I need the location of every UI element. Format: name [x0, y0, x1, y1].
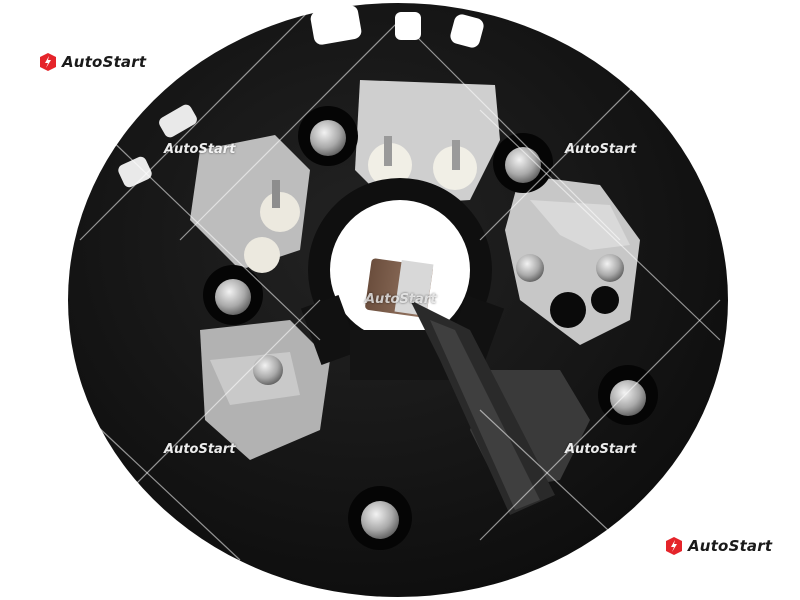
watermark-lines — [79, 0, 721, 561]
spring-brackets — [210, 200, 630, 405]
watermark-text: AutoStart — [565, 142, 637, 157]
brand-logo-top: AutoStart — [38, 52, 146, 72]
watermark-text: AutoStart — [164, 442, 236, 457]
watermark-text: AutoStart — [365, 292, 437, 307]
autostart-logo-icon — [40, 53, 56, 71]
rivets — [203, 106, 658, 550]
watermark-text: AutoStart — [164, 142, 236, 157]
autostart-logo-icon — [666, 537, 682, 555]
terminal-insulators — [244, 136, 477, 273]
watermark-text: AutoStart — [565, 442, 637, 457]
brand-name: AutoStart — [688, 537, 773, 555]
brand-logo-bottom: AutoStart — [664, 536, 772, 556]
brand-name: AutoStart — [62, 53, 147, 71]
